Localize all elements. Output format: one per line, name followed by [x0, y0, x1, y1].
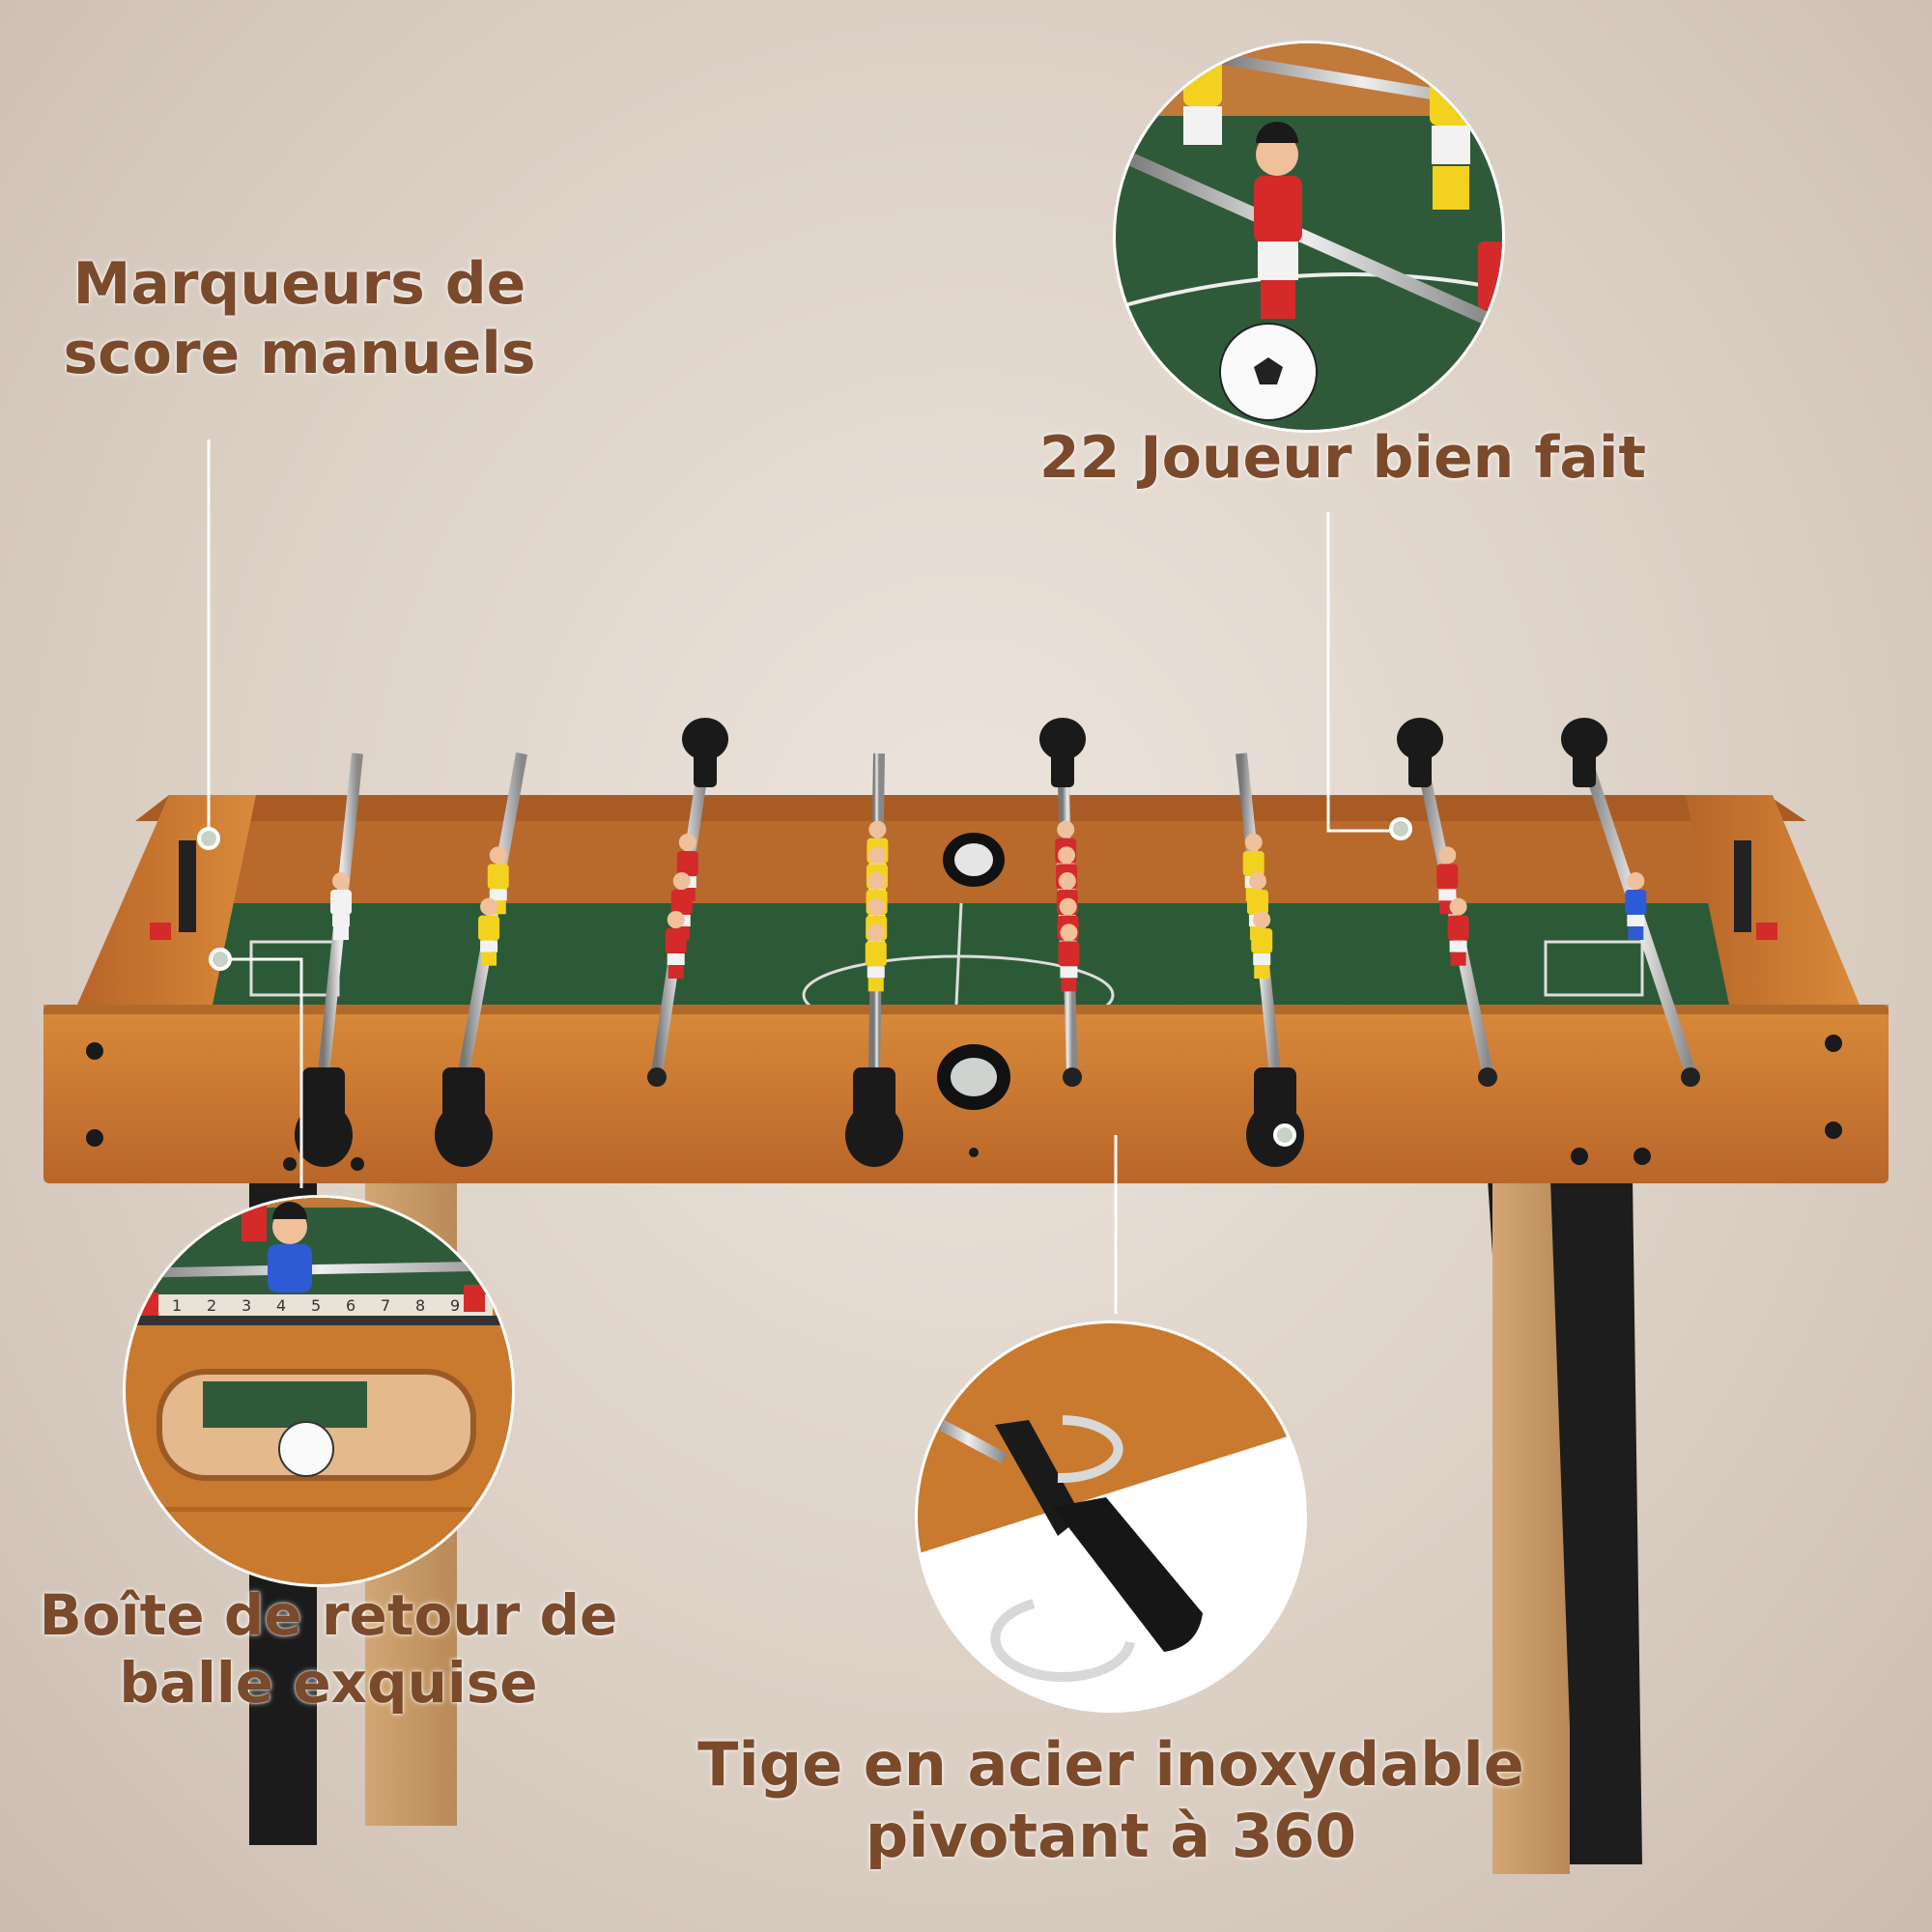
players-closeup	[1113, 41, 1505, 433]
ball-return-closeup: 1 2 3 4 5 6 7 8 9	[123, 1195, 515, 1587]
score-digit-strip: 1 2 3 4 5 6 7 8 9	[172, 1296, 460, 1315]
rod-handle-back[interactable]	[1397, 718, 1443, 787]
rod-8	[1561, 718, 1700, 1087]
player-figure	[865, 923, 887, 992]
rod-3	[647, 718, 728, 1087]
score-digit: 3	[242, 1296, 251, 1315]
score-digit: 5	[311, 1296, 321, 1315]
rotate-arrows-icon	[990, 1415, 1135, 1683]
rod-7	[1397, 718, 1497, 1087]
rod-closeup	[915, 1321, 1307, 1713]
player-rods	[295, 718, 1700, 1167]
score-markers-label: Marqueurs de score manuels	[39, 249, 560, 388]
rod-handle[interactable]	[295, 1067, 353, 1167]
steel-rod-label: Tige en acier inoxydable pivotant à 360	[696, 1729, 1526, 1873]
score-digit: 8	[415, 1296, 425, 1315]
rod-1	[295, 753, 363, 1167]
rod-end	[1478, 1067, 1497, 1087]
rod-end	[647, 1067, 667, 1087]
leader-lines	[207, 440, 1401, 1314]
player-figure	[1251, 911, 1273, 979]
score-digit: 1	[172, 1296, 182, 1315]
rod-handle[interactable]	[435, 1067, 493, 1167]
steel-rod-line2: pivotant à 360	[865, 1801, 1357, 1872]
ball-return-label: Boîte de retour de balle exquise	[19, 1582, 638, 1717]
callout-dot-icon	[197, 817, 1412, 1147]
rod-handle[interactable]	[1246, 1067, 1304, 1167]
score-markers-line1: Marqueurs de	[72, 250, 526, 318]
ball-return-line1: Boîte de retour de	[39, 1582, 618, 1648]
rod-4	[845, 753, 903, 1167]
steel-rod-line1: Tige en acier inoxydable	[697, 1729, 1524, 1800]
player-figure	[1436, 846, 1459, 915]
score-digit: 4	[276, 1296, 286, 1315]
ball-return-line2: balle exquise	[119, 1649, 538, 1716]
rod-2	[435, 752, 527, 1167]
player-figure	[1058, 923, 1080, 992]
score-digit: 2	[207, 1296, 216, 1315]
player-figure	[1447, 897, 1469, 966]
rod-handle-back[interactable]	[682, 718, 728, 787]
rod-handle[interactable]	[845, 1067, 903, 1167]
score-marker-left	[179, 840, 196, 932]
player-figure	[330, 872, 353, 940]
rod-end	[1681, 1067, 1700, 1087]
player-figure	[665, 911, 687, 979]
score-digit: 9	[450, 1296, 460, 1315]
playing-field	[203, 903, 1758, 1005]
rod-handle-back[interactable]	[1561, 718, 1607, 787]
rod-handle-back[interactable]	[1039, 718, 1086, 787]
players-line1: 22 Joueur bien fait	[1038, 424, 1647, 492]
score-marker-right	[1734, 840, 1751, 932]
player-figure	[1625, 872, 1647, 940]
score-digit: 6	[346, 1296, 355, 1315]
player-figure	[478, 897, 500, 966]
score-markers-line2: score manuels	[63, 320, 536, 387]
rod-end	[1063, 1067, 1082, 1087]
score-digit: 7	[381, 1296, 390, 1315]
players-label: 22 Joueur bien fait	[1005, 423, 1681, 493]
rod-5	[1039, 718, 1086, 1087]
